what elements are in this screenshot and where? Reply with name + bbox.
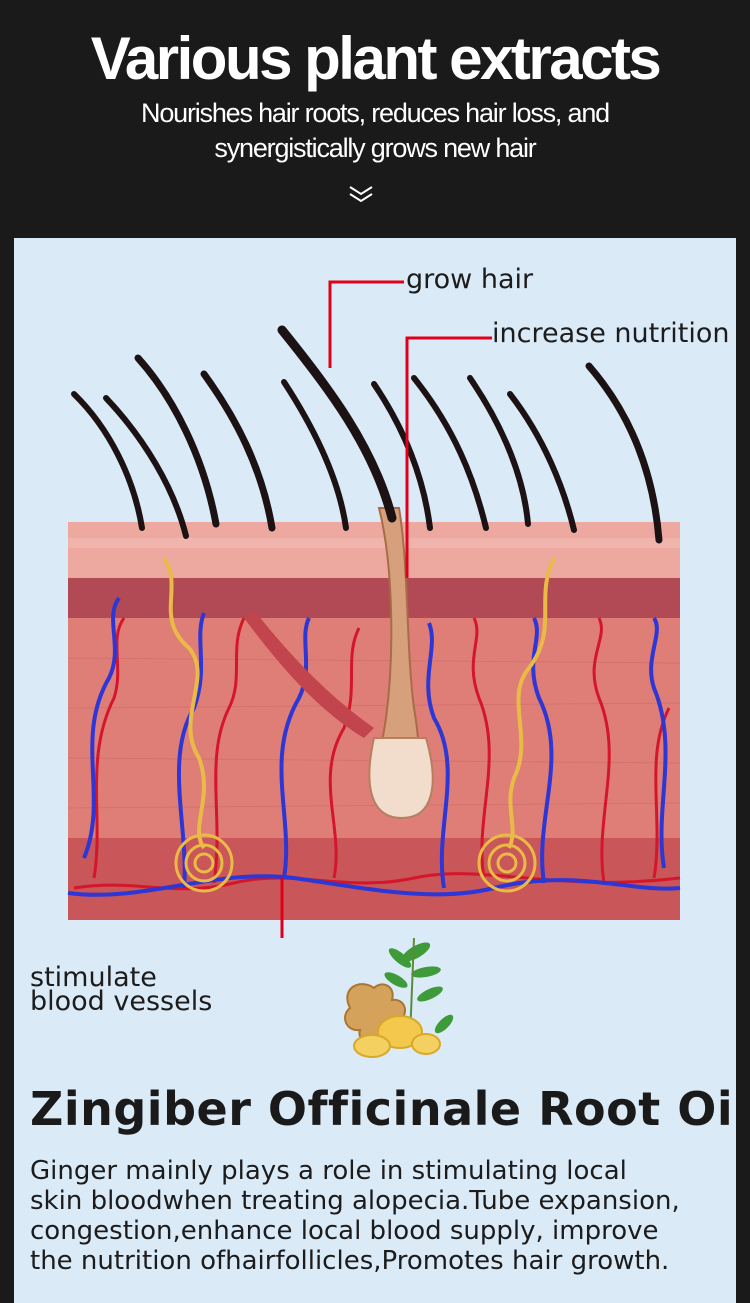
product-description: Ginger mainly plays a role in stimulatin… [30,1156,730,1276]
coiled-sweat-glands [174,833,537,893]
label-blood-vessels: blood vessels [30,986,213,1017]
description-line: skin bloodwhen treating alopecia.Tube ex… [30,1186,680,1216]
hair-strands [71,325,663,544]
description-line: congestion,enhance local blood supply, i… [30,1216,659,1246]
content-panel: grow hair increase nutrition stimulate b… [14,238,736,1303]
arrector-pili-muscle [244,610,374,738]
page-title: Various plant extracts [90,25,662,92]
description-line: Ginger mainly plays a role in stimulatin… [30,1156,627,1186]
subtitle-line-2: synergistically grows new hair [214,133,536,163]
dermis-dark-band [68,578,680,618]
label-increase-nutrition: increase nutrition [492,318,730,349]
header-banner: Various plant extracts Nourishes hair ro… [0,0,750,238]
ginger-root-icon [344,937,454,1058]
product-title: Zingiber Officinale Root Oil [30,1082,736,1136]
subcutis-layer [68,838,680,920]
page-subtitle: Nourishes hair roots, reduces hair loss,… [100,96,650,166]
epidermis-layer [68,522,680,578]
sensory-nerve-fibers [162,556,556,850]
scalp-cross-section-illustration [67,280,681,938]
hair-bulb [368,737,434,820]
double-chevron-down-icon [349,186,373,203]
subtitle-line-1: Nourishes hair roots, reduces hair loss,… [141,98,610,128]
epidermis-band [68,538,680,548]
description-line: the nutrition ofhairfollicles,Promotes h… [30,1246,670,1276]
label-grow-hair: grow hair [406,264,534,295]
label-leader-lines [280,280,492,938]
label-stimulate: stimulate [30,962,157,993]
